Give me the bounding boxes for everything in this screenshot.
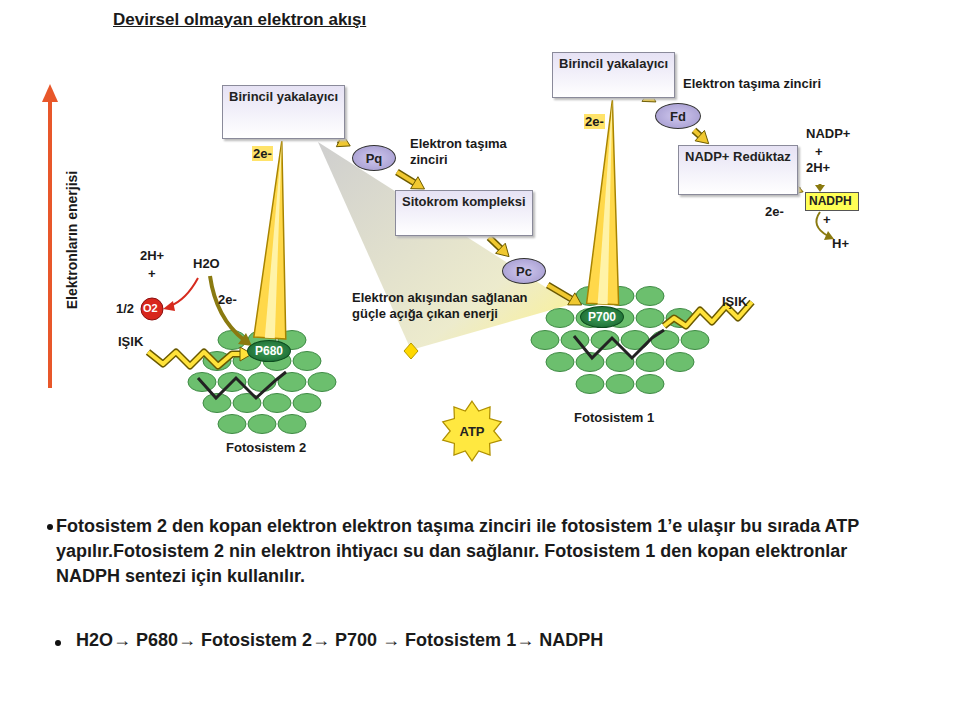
carrier-oval: Pc — [502, 258, 546, 284]
energy-diamond — [404, 343, 418, 359]
pigment-molecule — [218, 415, 246, 434]
light-label: IŞIK — [722, 294, 747, 309]
edge-label: 2e- — [584, 114, 605, 129]
pigment-molecule — [248, 415, 276, 434]
reactant: H2O — [193, 256, 220, 271]
node-text: Sitokrom kompleksi — [402, 194, 526, 209]
plus-sign: + — [815, 144, 823, 159]
reactant: 2H+ — [140, 248, 164, 263]
arrow-outline — [397, 172, 416, 184]
reactant: 2H+ — [806, 160, 830, 175]
pigment-molecule — [681, 331, 709, 350]
coefficient: 1/2 — [116, 301, 134, 316]
arrow-line — [548, 285, 573, 300]
arrowhead — [496, 243, 509, 256]
pigment-molecule — [278, 415, 306, 434]
diagram-title: Devirsel olmayan elektron akışı — [113, 10, 366, 30]
reaction-center: P700 — [580, 306, 624, 328]
node-text: P680 — [255, 344, 283, 358]
process-box: Birincil yakalayıcı — [552, 52, 675, 98]
node-text: Pc — [516, 264, 532, 279]
carrier-oval: Pq — [352, 145, 396, 171]
electron-arrow — [397, 172, 425, 189]
chain-label: Elektron taşıma zinciri — [683, 76, 821, 91]
chain-label: Elektron taşıma zinciri — [410, 136, 520, 168]
reactant: NADP+ — [806, 126, 850, 141]
explanation-text: Fotosistem 2 den kopan elektron elektron… — [56, 514, 896, 589]
arrow-line — [397, 172, 416, 184]
pigment-molecule — [636, 353, 664, 372]
pigment-molecule — [308, 373, 336, 392]
arrow-outline — [548, 285, 573, 300]
atp-star: ATP — [440, 400, 504, 462]
pigment-molecule — [636, 287, 664, 306]
node-text: NADP+ Redüktaz — [685, 149, 791, 164]
node-text: NADPH — [809, 194, 855, 209]
pigment-molecule — [606, 375, 634, 394]
energy-axis — [42, 84, 58, 388]
pigment-molecule — [546, 353, 574, 372]
process-box: Sitokrom kompleksi — [395, 190, 533, 236]
arrowhead — [695, 130, 709, 143]
carrier-oval: Fd — [655, 103, 701, 129]
bullet — [47, 524, 53, 530]
node-text: Fd — [670, 109, 686, 124]
edge-label: 2e- — [764, 204, 785, 219]
photosystem-label: Fotosistem 2 — [226, 440, 306, 455]
star-shape — [443, 401, 501, 461]
node-text: ATP — [459, 424, 484, 439]
pigment-molecule — [293, 394, 321, 413]
energy-cone — [318, 142, 572, 350]
node-text: Birincil yakalayıcı — [229, 89, 338, 104]
electron-arrow — [489, 237, 509, 256]
product-box: NADPH — [805, 192, 859, 211]
electron-label: 2e- — [218, 292, 237, 307]
pigment-molecule — [636, 309, 664, 328]
node-text: Pq — [366, 151, 383, 166]
pigment-molecule — [576, 375, 604, 394]
product: H+ — [832, 236, 849, 251]
node-text: Birincil yakalayıcı — [559, 56, 668, 71]
reaction-center: P680 — [247, 340, 291, 362]
electron-wedge — [587, 100, 619, 305]
wedge-highlight — [598, 100, 613, 304]
plus-sign: + — [823, 212, 831, 227]
wedge-shape — [254, 141, 286, 339]
edge-label: 2e- — [252, 146, 273, 161]
pigment-molecule — [531, 331, 559, 350]
energy-note: Elektron akışından sağlanan güçle açığa … — [352, 290, 532, 322]
process-box: Birincil yakalayıcı — [222, 85, 345, 139]
pigment-molecule — [666, 353, 694, 372]
wedge-highlight — [265, 141, 282, 338]
water-arrows — [141, 276, 252, 346]
product: O2 — [143, 302, 158, 314]
arrow-outline — [489, 237, 502, 249]
arrowhead — [411, 177, 425, 189]
pigment-molecule — [263, 394, 291, 413]
plus-sign: + — [148, 266, 156, 281]
bullet — [55, 640, 61, 646]
process-box: NADP+ Redüktaz — [678, 145, 798, 195]
electron-arrow — [548, 285, 582, 305]
pigment-molecule — [293, 352, 321, 371]
light-label: IŞIK — [118, 334, 143, 349]
electron-arrow — [694, 130, 709, 143]
pigment-molecule — [636, 375, 664, 394]
pigment-molecule — [651, 331, 679, 350]
node-text: P700 — [588, 310, 616, 324]
wedge-shape — [587, 100, 619, 305]
arrowhead — [568, 293, 582, 305]
pigment-molecule — [561, 331, 589, 350]
summary-line: H2O→ P680→ Fotosistem 2→ P700 → Fotosist… — [76, 630, 603, 651]
arrow-line — [489, 237, 502, 249]
electron-wedge — [254, 141, 286, 339]
pigment-molecule — [546, 309, 574, 328]
photosystem-label: Fotosistem 1 — [574, 410, 654, 425]
axis-label: Elektronların enerjisi — [64, 171, 80, 310]
